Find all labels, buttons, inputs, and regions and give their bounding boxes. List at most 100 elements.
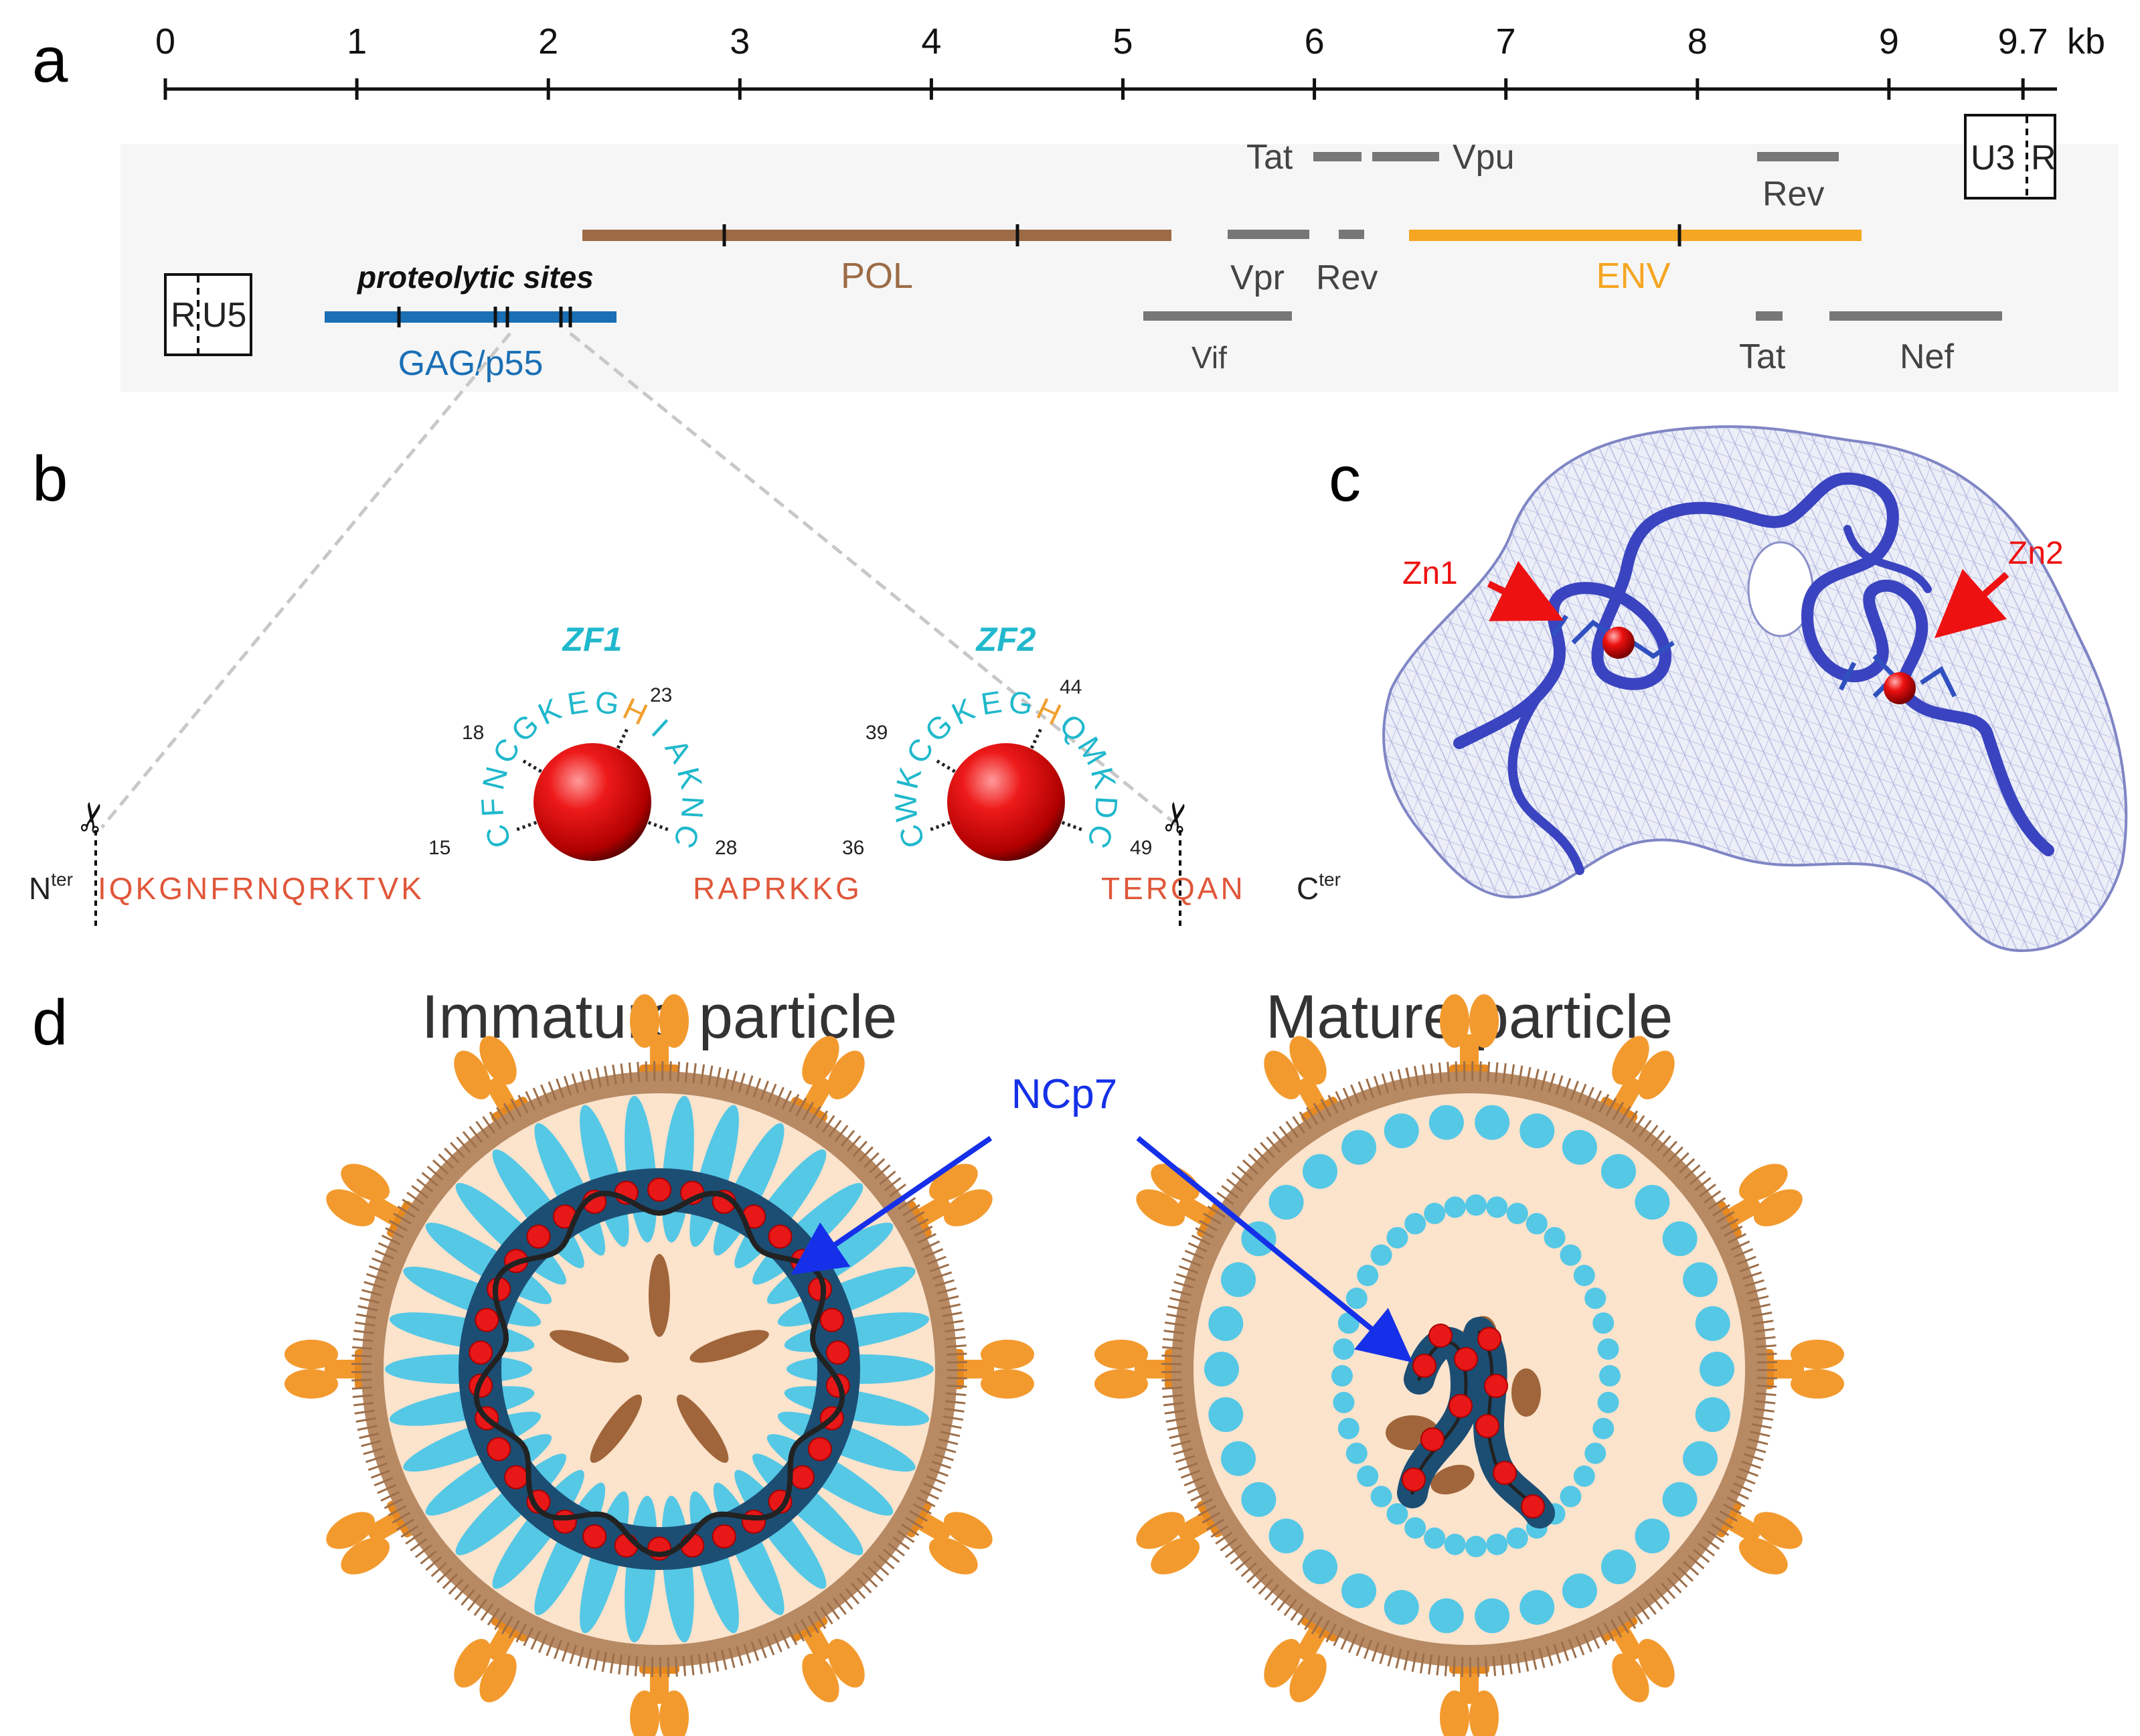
zn-coordination-bond: [1030, 728, 1042, 750]
env-spike: [1599, 1613, 1675, 1703]
ncp7-arrow-mature: [1136, 1135, 1413, 1363]
axis-tick-label: 0: [155, 21, 175, 62]
zn-coordination-bond: [1060, 820, 1082, 832]
capsid-bead: [1345, 1287, 1368, 1310]
ncp7-bead: [504, 1465, 529, 1490]
capsid-bead: [1370, 1244, 1392, 1266]
inner-petal: [550, 1330, 629, 1363]
panel-label-a: a: [32, 24, 68, 96]
ncp7-bead: [1454, 1347, 1478, 1371]
capsid-bead: [1424, 1202, 1446, 1225]
ncp7-bead: [1477, 1327, 1501, 1351]
ncp7-bead: [742, 1509, 766, 1534]
nef-bar: [1829, 311, 2002, 321]
n-terminus-sup: ter: [51, 869, 73, 890]
capsid-bead: [1333, 1338, 1355, 1360]
ltr-right: U3 R: [1964, 114, 2056, 200]
inner-petal: [649, 1254, 670, 1337]
matrix-bead: [1662, 1221, 1698, 1257]
axis-unit: kb: [2067, 21, 2105, 62]
capsid-bead: [1333, 1391, 1355, 1413]
ncp7-bead: [768, 1224, 793, 1249]
panel-label-c: c: [1329, 443, 1361, 515]
ncp7-bead: [475, 1308, 499, 1332]
tat-bottom-bar: [1756, 311, 1783, 321]
c-terminus: Cter: [1297, 869, 1341, 906]
axis-tick-label: 9: [1879, 21, 1899, 62]
capsid-bead: [1345, 1442, 1368, 1464]
capsid-bead: [1592, 1312, 1615, 1334]
mature-particle: [1094, 994, 1844, 1736]
inner-petal: [676, 1394, 729, 1464]
ncp7-bead: [1412, 1354, 1436, 1378]
zoom-line-left: [100, 332, 511, 829]
matrix-bead: [1303, 1549, 1338, 1585]
zf-residue: D: [1088, 795, 1125, 819]
matrix-bead: [1341, 1129, 1377, 1165]
env-spike: [1264, 1036, 1339, 1125]
zn2-label: Zn2: [2008, 536, 2064, 571]
axis-tick-label: 1: [347, 21, 367, 62]
rev-mid-label: Rev: [1316, 258, 1378, 297]
inner-petal: [689, 1330, 769, 1363]
capsid-bead: [1465, 1536, 1487, 1557]
capsid-bead: [1404, 1517, 1426, 1539]
matrix-bead: [1475, 1105, 1510, 1140]
zf1-num-18: 18: [462, 722, 484, 744]
mature-ma-layer: [1204, 1105, 1734, 1634]
axis-tick-label: 9.7: [1998, 21, 2048, 62]
matrix-bead: [1635, 1184, 1670, 1220]
zf-residue: K: [889, 764, 928, 793]
capsid-bead: [1444, 1196, 1466, 1218]
capsid-bead: [1506, 1527, 1528, 1549]
panel-d: d Immature particle Mature particle: [32, 983, 1844, 1736]
scissors-icon: ✂: [67, 797, 119, 838]
zn2-ion: [1884, 672, 1916, 704]
capsid-bead: [1357, 1465, 1379, 1487]
zf2-num-49: 49: [1130, 837, 1152, 859]
matrix-bead: [1428, 1105, 1464, 1140]
ltr-right-u3: U3: [1971, 139, 2015, 177]
matrix-bead: [1204, 1352, 1239, 1387]
panel-label-b: b: [32, 443, 68, 515]
zf-residue: E: [565, 684, 590, 722]
matrix-bead: [1600, 1549, 1636, 1585]
ncp7-arrow-immature: [791, 1135, 993, 1275]
capsid-bead: [1386, 1503, 1408, 1525]
capsid-bead: [1506, 1202, 1528, 1225]
mesh-overlay: [1384, 426, 2127, 951]
panel-b: b Nter IQKGNFRNQRKTVK RAPRKKG TERQAN Cte…: [29, 443, 1341, 927]
axis-tick-label: 7: [1496, 21, 1516, 62]
capsid-bead: [1526, 1212, 1548, 1235]
zf-residue: C: [892, 820, 932, 853]
zf1-num-15: 15: [428, 837, 450, 859]
ltr-left-r: R: [171, 296, 196, 335]
axis-tick-label: 5: [1113, 21, 1133, 62]
vpu-bar: [1372, 152, 1439, 161]
zf-residue: E: [979, 684, 1004, 722]
matrix-bead: [1241, 1482, 1277, 1517]
ncp7-bead: [1475, 1414, 1499, 1438]
pol-label: POL: [841, 256, 913, 296]
zf-residue: W: [888, 791, 924, 823]
zf2-num-44: 44: [1060, 676, 1082, 698]
zf-residue: H: [618, 691, 653, 732]
capsid-bead: [1573, 1465, 1595, 1487]
zn-coordination-bond: [647, 820, 669, 832]
zf2-num-39: 39: [866, 722, 888, 744]
zn1-label: Zn1: [1402, 556, 1458, 591]
proteolytic-sites-label: proteolytic sites: [356, 260, 594, 295]
ncp7-bead: [712, 1524, 736, 1549]
ncp7-bead: [1521, 1494, 1545, 1518]
ncp7-bead: [582, 1524, 607, 1549]
capsid-bead: [1331, 1365, 1353, 1387]
zf-residue: G: [593, 684, 622, 722]
accessory-genes: Tat Vpu Rev Vpr Rev Vif Tat Nef: [1143, 138, 2002, 376]
immature-rna-strand: [473, 1190, 845, 1558]
matrix-bead: [1695, 1397, 1730, 1432]
gag-label: GAG/p55: [398, 344, 544, 383]
axis-tick-label: 8: [1688, 21, 1708, 62]
ncp7-bead: [825, 1340, 850, 1365]
